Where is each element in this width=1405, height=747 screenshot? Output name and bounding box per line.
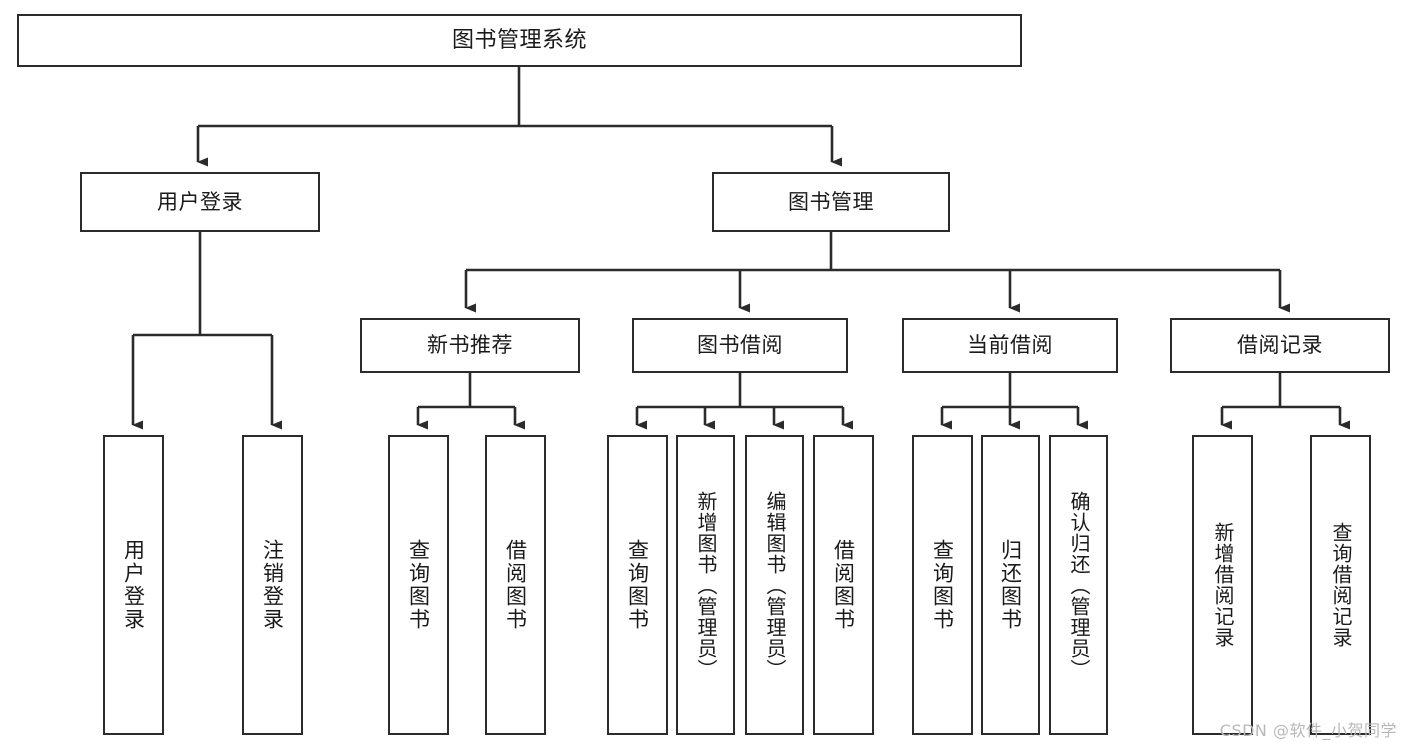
leaf-add-record[interactable]: 新增借阅记录 (1192, 435, 1253, 735)
node-new-book-rec[interactable]: 新书推荐 (360, 318, 580, 373)
node-label: 图书管理系统 (451, 27, 587, 53)
leaf-query-book-1[interactable]: 查询图书 (388, 435, 449, 735)
leaf-borrow-book-2[interactable]: 借阅图书 (813, 435, 874, 735)
leaf-query-book-2[interactable]: 查询图书 (607, 435, 668, 735)
node-label: 确认归还（管理员） (1067, 490, 1091, 680)
node-label: 新增借阅记录 (1211, 522, 1235, 648)
node-label: 查询图书 (625, 539, 650, 631)
leaf-confirm-return[interactable]: 确认归还（管理员） (1049, 435, 1108, 735)
watermark: CSDN @软件_小贺同学 (1219, 721, 1397, 740)
node-user-login[interactable]: 用户登录 (80, 172, 320, 232)
node-label: 新书推荐 (427, 333, 513, 358)
leaf-edit-book[interactable]: 编辑图书（管理员） (745, 435, 804, 735)
node-label: 查询图书 (930, 539, 955, 631)
node-borrow-record[interactable]: 借阅记录 (1170, 318, 1390, 373)
node-label: 查询借阅记录 (1329, 522, 1353, 648)
node-book-borrow[interactable]: 图书借阅 (632, 318, 848, 373)
node-current-borrow[interactable]: 当前借阅 (902, 318, 1118, 373)
node-root-system[interactable]: 图书管理系统 (17, 14, 1022, 67)
leaf-return-book[interactable]: 归还图书 (981, 435, 1040, 735)
node-label: 注销登录 (260, 539, 285, 631)
node-book-manage[interactable]: 图书管理 (712, 172, 950, 232)
leaf-borrow-book-1[interactable]: 借阅图书 (485, 435, 546, 735)
node-label: 借阅图书 (831, 539, 856, 631)
node-label: 查询图书 (406, 539, 431, 631)
node-label: 图书管理 (788, 189, 874, 214)
leaf-query-book-3[interactable]: 查询图书 (912, 435, 973, 735)
node-label: 图书借阅 (697, 333, 783, 358)
leaf-query-record[interactable]: 查询借阅记录 (1310, 435, 1371, 735)
leaf-logout[interactable]: 注销登录 (242, 435, 303, 735)
node-label: 用户登录 (157, 189, 243, 214)
leaf-add-book[interactable]: 新增图书（管理员） (676, 435, 735, 735)
node-label: 归还图书 (998, 539, 1023, 631)
leaf-user-login[interactable]: 用户登录 (103, 435, 164, 735)
node-label: 当前借阅 (967, 333, 1053, 358)
node-label: 借阅记录 (1237, 333, 1323, 358)
node-label: 用户登录 (121, 539, 146, 631)
node-label: 借阅图书 (503, 539, 528, 631)
node-label: 编辑图书（管理员） (763, 490, 787, 680)
node-label: 新增图书（管理员） (694, 490, 718, 680)
